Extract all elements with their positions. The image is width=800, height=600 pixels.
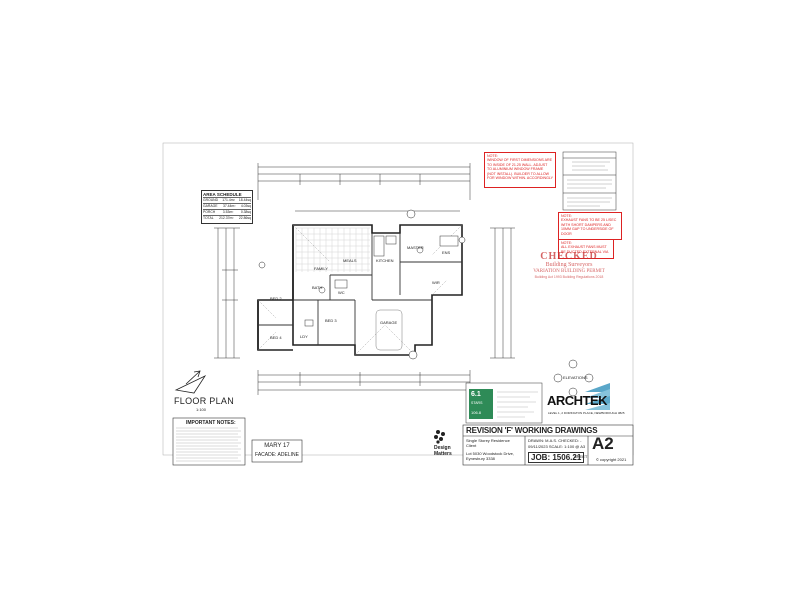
- interior-walls: [258, 233, 462, 345]
- room-label-bed3: BED 3: [325, 318, 337, 323]
- plan-title: FLOOR PLAN: [174, 396, 235, 406]
- energy-score: 106.8: [471, 410, 482, 415]
- client: Client: [466, 443, 477, 448]
- room-label-master: MASTER: [407, 245, 424, 250]
- address-line-2: Eynesbury 3338: [466, 456, 495, 461]
- area-schedule-cell: 212.37m²: [219, 216, 234, 220]
- area-schedule-cell: TOTAL: [203, 216, 214, 220]
- stamp-line-1: CHECKED: [540, 251, 598, 262]
- area-schedule-cell: GROUND: [203, 198, 219, 202]
- room-label-ldy: LDY: [300, 334, 308, 339]
- right-dimension-lines: [490, 227, 515, 359]
- house-walls: [257, 224, 463, 356]
- stamp-line-4: Building Act 1993 Building Regulations 2…: [534, 275, 604, 279]
- area-schedule-cell: 22.86sq: [238, 216, 251, 220]
- room-label-wc: WC: [338, 290, 345, 295]
- legend-text-lines: [567, 161, 612, 207]
- area-schedule-row: TOTAL 212.37m² 22.86sq: [203, 215, 251, 221]
- room-label-family: FAMILY: [314, 266, 328, 271]
- sheet-border: [162, 142, 634, 456]
- area-schedule-cell: 37.44m²: [222, 204, 236, 208]
- energy-text-lines: [497, 391, 538, 418]
- plan-scale: 1:100: [196, 407, 207, 412]
- room-label-bed4: BED 4: [270, 335, 282, 340]
- job-label: JOB:: [531, 453, 551, 462]
- area-schedule-cell: PORCH: [203, 210, 216, 214]
- area-schedule-cell: 4.03sq: [240, 204, 251, 208]
- drawn-by: DRAWN: M.A.S. CHECKED: -: [528, 438, 582, 443]
- tile-grid: [295, 227, 370, 272]
- bottom-dimension-lines: [257, 370, 471, 395]
- left-dimension-lines: [214, 227, 240, 359]
- room-label-kitchen: KITCHEN: [376, 258, 394, 263]
- date-scale: 09/11/2023 SCALE: 1:100 @ A3: [528, 444, 586, 449]
- archtek-logo-icon: [585, 383, 610, 410]
- energy-badge: [469, 389, 493, 419]
- area-schedule-cell: 18.44sq: [238, 198, 251, 202]
- area-schedule-cell: 171.4m²: [222, 198, 235, 202]
- area-schedule-cell: GARAGE: [203, 204, 218, 208]
- surveyor-stamp: CHECKED Building Surveyors VARIATION BUI…: [524, 251, 614, 287]
- room-label-garage: GARAGE: [380, 320, 398, 325]
- job-number-box: JOB: 1506.21: [528, 452, 585, 463]
- area-schedule-row: GARAGE 37.44m² 4.03sq: [203, 203, 251, 209]
- energy-rating-value: 6.1: [471, 391, 481, 398]
- copyright: © copyright 2021: [596, 457, 627, 462]
- designmatters-logo-icon: [434, 430, 445, 444]
- top-dimension-lines: [257, 163, 471, 212]
- job-number: 1506.21: [552, 453, 582, 462]
- north-arrow-icon: [174, 370, 207, 394]
- stamp-line-2: Building Surveyors: [545, 262, 593, 268]
- important-notes-text-lines: [176, 427, 241, 462]
- sheet-size: A2: [592, 434, 614, 453]
- room-label-ens: ENS: [442, 250, 451, 255]
- designmatters-logo-text: Design Matters: [434, 445, 452, 457]
- project-type: Single Storey Residence: [466, 438, 510, 443]
- note-window-dimensions: NOTE: WINDOW OF FIRST DIMENSIONS ARE TO …: [484, 152, 556, 188]
- important-notes-title: IMPORTANT NOTES:: [186, 420, 236, 426]
- legend-box: [562, 151, 617, 211]
- house-name-box: [251, 439, 303, 463]
- area-schedule-cell: 0.38sq: [240, 210, 251, 214]
- revision-title: REVISION 'F' WORKING DRAWINGS: [466, 426, 598, 435]
- section-marker-icon: [258, 209, 594, 397]
- room-label-bath: BATH: [312, 285, 323, 290]
- room-label-bed2: BED 2: [270, 296, 282, 301]
- facade-name: FACADE: ADELINE: [255, 452, 299, 458]
- sheet-label: SHEET: [574, 454, 588, 459]
- label-elevations: ELEVATIONS: [563, 375, 588, 380]
- house-name: MARY 17: [264, 443, 290, 449]
- area-schedule-cell: 3.53m²: [222, 210, 234, 214]
- area-schedule-row: PORCH 3.53m² 0.38sq: [203, 209, 251, 215]
- address-line-1: Lot 5030 Woodstock Drive,: [466, 451, 514, 456]
- note-exhaust-fans-2: NOTE: ALL EXHAUST FANS MUST BE DUCTED EX…: [558, 239, 614, 259]
- room-label-meals: MEALS: [343, 258, 357, 263]
- archtek-logo-text: ARCHTEK: [547, 393, 608, 408]
- garage-car-outline: [375, 309, 403, 351]
- energy-stars-label: STARS: [471, 401, 483, 405]
- important-notes-box: [172, 417, 246, 466]
- stamp-line-3: VARIATION BUILDING PERMIT: [533, 269, 605, 274]
- area-schedule-title: AREA SCHEDULE: [203, 192, 242, 197]
- room-label-wir: WIR: [432, 280, 440, 285]
- fixtures: [304, 235, 459, 327]
- archtek-address: LEVEL 1, 2 DORINGTON PLACE, NEWBOROUGH 3…: [548, 411, 625, 415]
- title-block: [462, 424, 634, 466]
- note-exhaust-fans-1: NOTE: EXHAUST FANS TO BE 25 L/SEC WITH S…: [558, 212, 622, 240]
